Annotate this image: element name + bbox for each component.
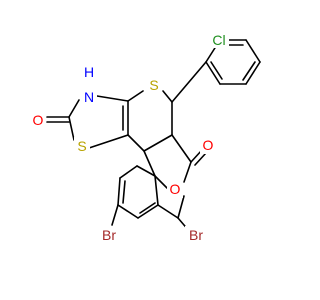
atom-label-br1: Br — [102, 227, 116, 243]
bond — [245, 39, 261, 63]
bond — [171, 61, 207, 103]
oxygen-atom-carbonyl-left: O — [30, 111, 46, 129]
bond — [111, 204, 119, 226]
bond — [143, 150, 156, 177]
hydrogen-atom: H — [84, 64, 94, 80]
bond — [194, 152, 207, 166]
atom-label-n: N — [84, 89, 94, 105]
sulfur-atom-thiopyran: S — [146, 76, 162, 94]
atom-label-br2: Br — [189, 227, 203, 243]
bond — [183, 161, 192, 183]
molecule-diagram: Cl H N S S O O — [30, 30, 261, 244]
bond — [68, 116, 75, 141]
bond — [117, 177, 121, 206]
bond — [162, 90, 173, 103]
atom-label-o2: O — [203, 137, 214, 153]
bond — [136, 165, 156, 177]
oxygen-atom-ring: O — [167, 180, 183, 198]
bond — [154, 175, 159, 206]
bond — [137, 204, 159, 219]
bond — [122, 180, 126, 204]
bond — [127, 134, 145, 152]
atom-label-o1: O — [33, 112, 44, 128]
sulfur-atom-thiazole: S — [74, 137, 90, 155]
bond — [119, 165, 138, 179]
atom-label-h: H — [84, 64, 94, 80]
atom-labels: Cl H N S S O O — [30, 30, 229, 244]
oxygen-atom-carbonyl-right: O — [200, 136, 216, 154]
bond — [157, 204, 179, 219]
bond — [88, 134, 129, 149]
bond — [139, 202, 156, 214]
bromine-atom-right: Br — [185, 226, 207, 244]
atom-label-cl: Cl — [212, 32, 225, 48]
bond — [127, 90, 144, 102]
bromine-atom-left: Br — [98, 226, 120, 244]
atom-label-s1: S — [149, 77, 158, 93]
nitrogen-atom: N — [81, 88, 97, 106]
bond — [210, 61, 223, 80]
bond — [245, 61, 261, 85]
bond — [205, 61, 221, 85]
atom-label-s2: S — [77, 138, 86, 154]
structure-drawing: Cl H N S S O O — [30, 30, 261, 244]
bond-lines — [46, 31, 261, 233]
atom-label-o3: O — [170, 181, 181, 197]
bond — [143, 134, 173, 152]
bond — [154, 175, 168, 189]
bond — [68, 99, 80, 118]
bond — [96, 95, 129, 102]
bond — [242, 61, 256, 81]
chlorine-atom: Cl — [209, 30, 229, 48]
bond — [117, 204, 139, 219]
bond — [171, 134, 192, 163]
bond — [177, 195, 185, 219]
